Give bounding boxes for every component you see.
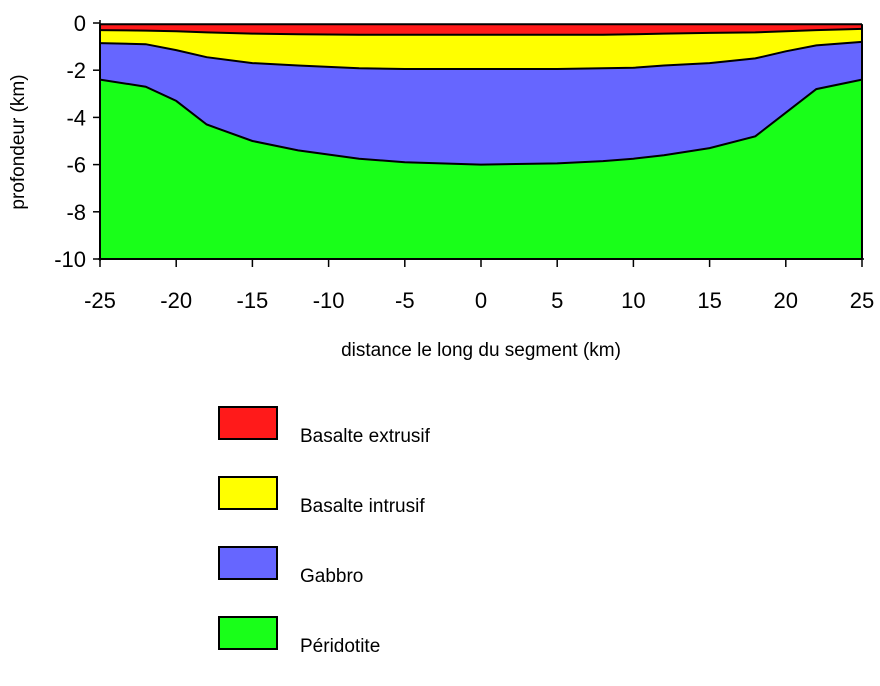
x-tick-label: 25 <box>850 288 874 313</box>
y-axis: 0 -2 -4 -6 -8 -10 <box>54 11 101 272</box>
legend-swatch <box>218 546 278 580</box>
legend-swatch <box>218 476 278 510</box>
y-tick-label: -4 <box>66 105 86 130</box>
layer-peridotite <box>100 79 862 259</box>
x-tick-label: -20 <box>160 288 192 313</box>
legend-item-gabbro: Gabbro <box>218 546 618 616</box>
y-tick-label: 0 <box>74 11 86 36</box>
legend-item-basalte-extrusif: Basalte extrusif <box>218 406 618 476</box>
legend-swatch <box>218 616 278 650</box>
legend-label: Péridotite <box>300 636 381 657</box>
y-tick-label: -8 <box>66 200 86 225</box>
x-axis: -25 -20 -15 -10 -5 0 5 10 15 20 25 <box>84 258 874 313</box>
y-axis-label: profondeur (km) <box>8 74 29 209</box>
y-tick-label: -10 <box>54 247 86 272</box>
layer-basalte-intrusif <box>100 28 862 69</box>
legend-label: Gabbro <box>300 566 364 587</box>
x-tick-label: 10 <box>621 288 645 313</box>
layer-gabbro <box>100 41 862 165</box>
y-tick-label: -2 <box>66 58 86 83</box>
legend-item-peridotite: Péridotite <box>218 616 618 686</box>
boundary-line-3 <box>99 78 863 166</box>
chart-canvas: 0 -2 -4 -6 -8 -10 -25 -20 -15 -10 -5 0 5 10 15 20 25 di… <box>8 11 874 361</box>
x-tick-label: -15 <box>237 288 269 313</box>
boundary-line-1 <box>99 27 863 36</box>
x-tick-label: -10 <box>313 288 345 313</box>
x-tick-label: 5 <box>551 288 563 313</box>
x-axis-label: distance le long du segment (km) <box>341 340 621 361</box>
boundary-line-2 <box>99 40 863 70</box>
legend-label: Basalte extrusif <box>300 426 430 447</box>
layer-basalte-extrusif <box>100 24 862 35</box>
legend: Basalte extrusif Basalte intrusif Gabbro… <box>218 406 618 686</box>
legend-item-basalte-intrusif: Basalte intrusif <box>218 476 618 546</box>
x-tick-label: -25 <box>84 288 116 313</box>
legend-label: Basalte intrusif <box>300 496 425 517</box>
x-tick-label: 20 <box>774 288 798 313</box>
legend-swatch <box>218 406 278 440</box>
x-tick-label: -5 <box>395 288 415 313</box>
y-tick-label: -6 <box>66 153 86 178</box>
crust-layers <box>100 24 862 259</box>
x-tick-label: 15 <box>697 288 721 313</box>
x-tick-label: 0 <box>475 288 487 313</box>
